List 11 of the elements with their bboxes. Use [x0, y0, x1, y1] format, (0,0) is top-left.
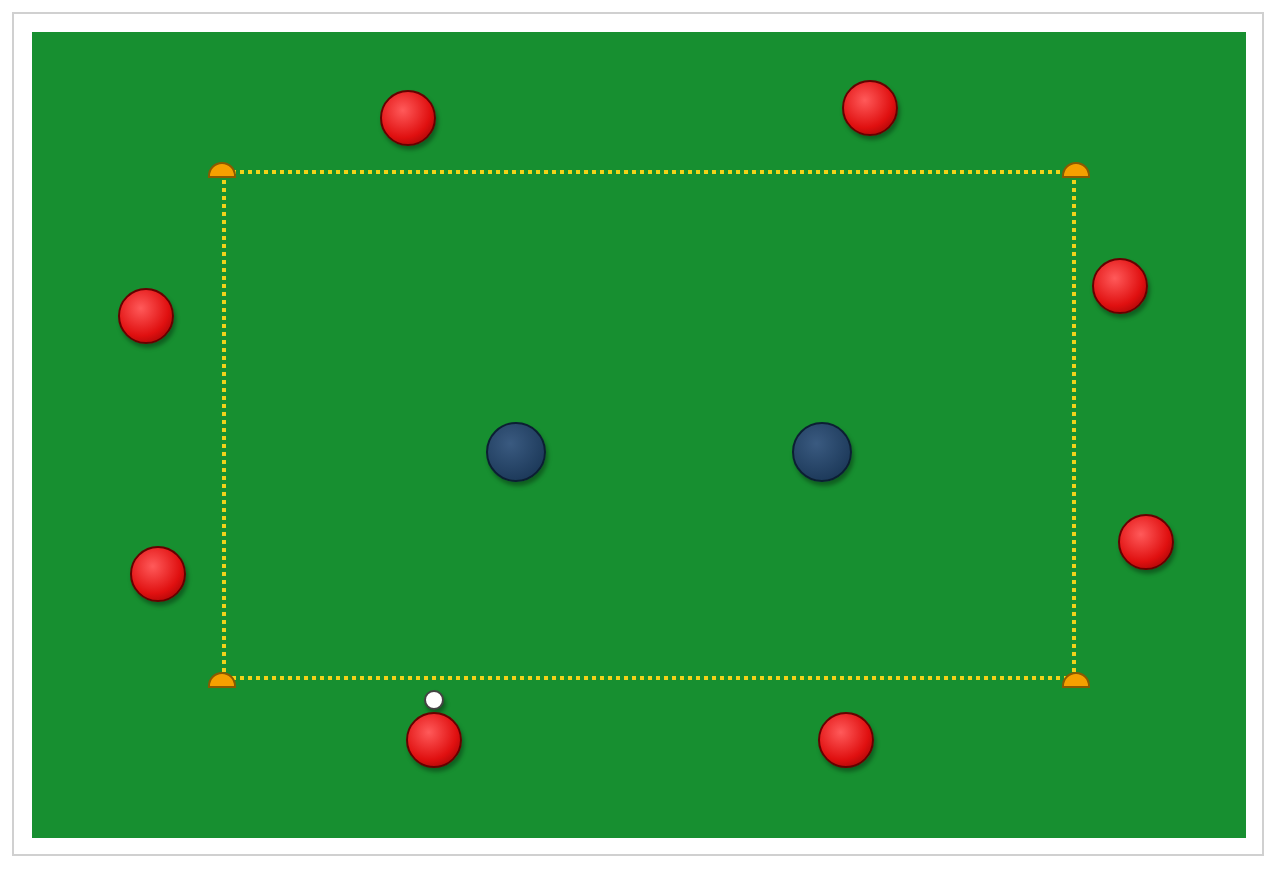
player-icon — [118, 288, 174, 344]
ball-icon — [424, 690, 444, 710]
player-icon — [486, 422, 546, 482]
player-icon — [1118, 514, 1174, 570]
player-icon — [792, 422, 852, 482]
player-icon — [406, 712, 462, 768]
player-icon — [130, 546, 186, 602]
player-icon — [842, 80, 898, 136]
player-icon — [1092, 258, 1148, 314]
player-icon — [380, 90, 436, 146]
player-icon — [818, 712, 874, 768]
